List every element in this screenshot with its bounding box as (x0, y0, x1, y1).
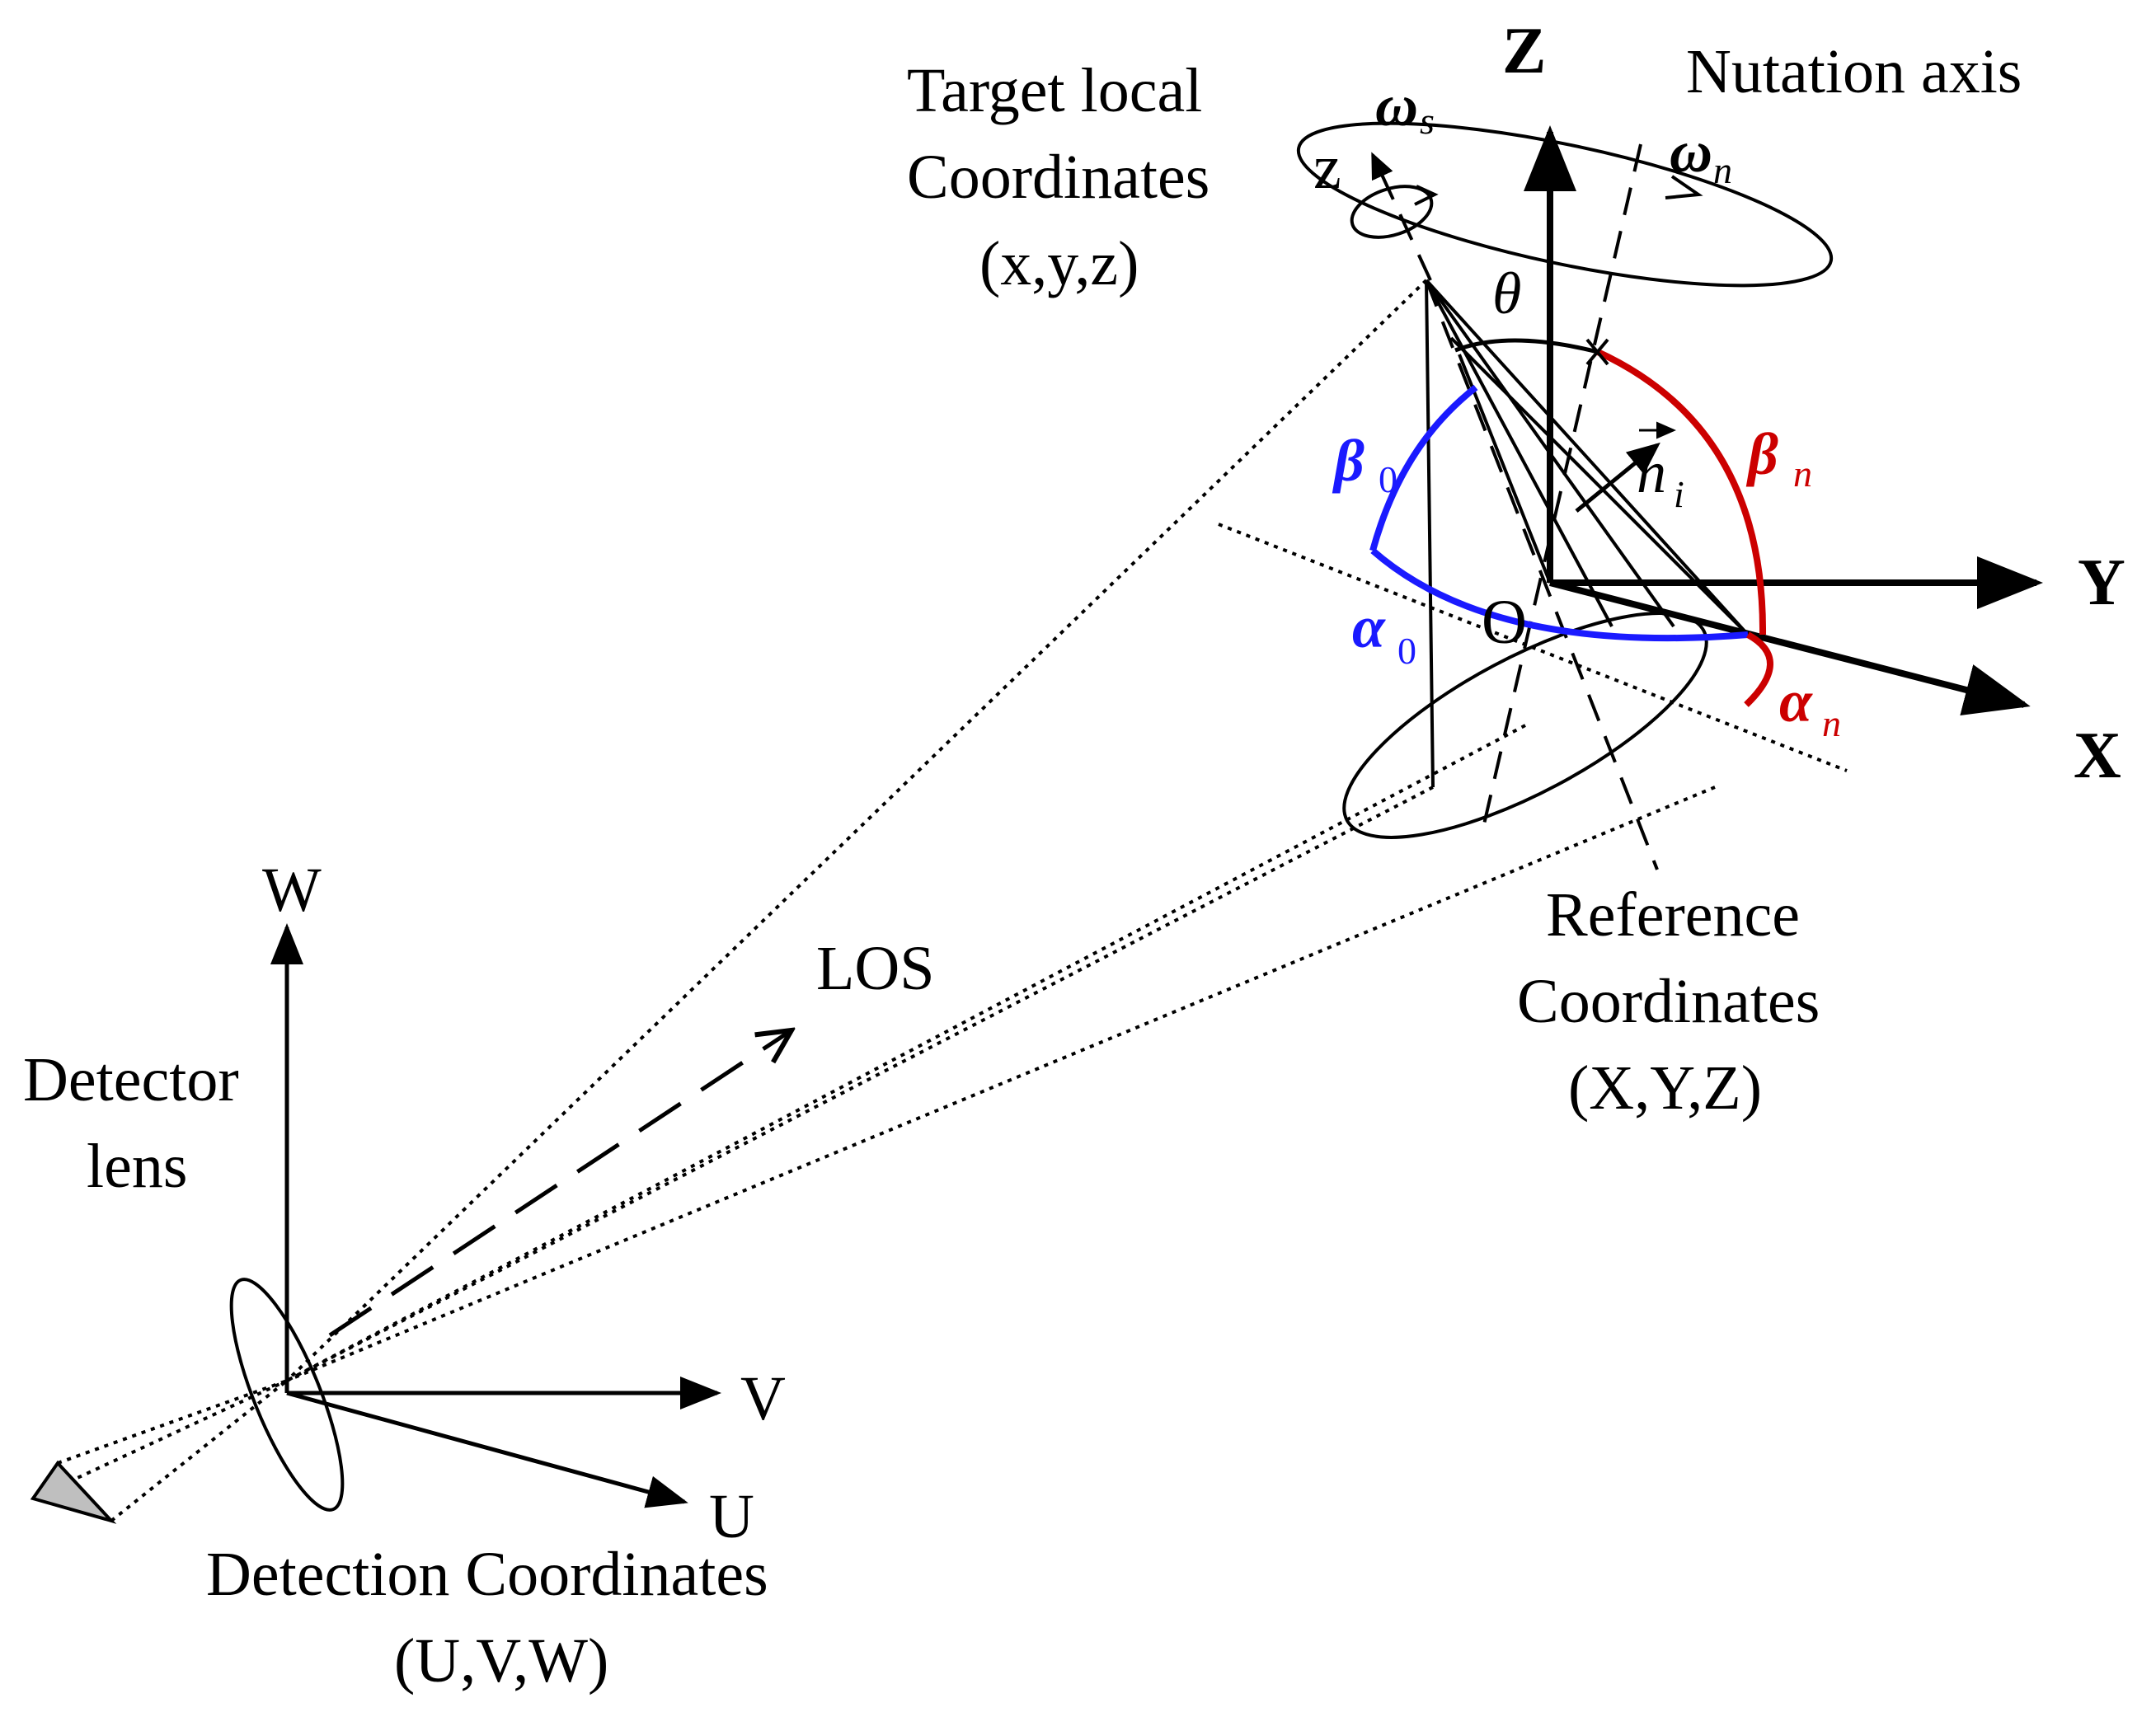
cone-edge-inner-1 (1425, 279, 1675, 628)
alpha0-subscript: 0 (1397, 630, 1416, 672)
alphan-subscript: n (1822, 702, 1841, 744)
focal-ray-3 (32, 1379, 288, 1500)
ray-upper (285, 279, 1428, 1382)
betan-arc (1596, 349, 1767, 636)
det-u-label: U (709, 1482, 754, 1551)
beta0-arc (1369, 384, 1478, 552)
nutation-ellipse (1296, 121, 1834, 288)
omega-s-arrowhead (1414, 185, 1439, 206)
normal-vector-subscript: i (1674, 473, 1684, 515)
det-v-label: V (740, 1364, 786, 1433)
nutation-axis-label: Nutation axis (1686, 37, 2022, 106)
theta-arc (1454, 338, 1599, 354)
cone-edge-inner-2 (1425, 279, 1613, 627)
body-axis-line (1425, 279, 1659, 870)
betan-subscript: n (1793, 453, 1812, 495)
beta0-symbol: β (1332, 428, 1365, 494)
normal-vector-line (1575, 442, 1660, 513)
alpha0-symbol: α (1352, 594, 1386, 660)
omega-s-symbol: ω (1375, 73, 1418, 138)
det-w-label: W (262, 856, 322, 925)
omega-n-arrowhead (1665, 175, 1703, 199)
ref-x-label: X (2074, 720, 2121, 792)
omega-n-subscript: n (1713, 149, 1732, 191)
target-local-label-1: Target local (907, 56, 1202, 125)
origin-label: O (1482, 588, 1527, 657)
reference-label-2: Coordinates (1517, 967, 1820, 1036)
target-local-label-3: (x,y,z) (979, 229, 1139, 298)
detector-element (30, 1460, 117, 1524)
ray-low2 (286, 786, 1716, 1382)
omega-n-symbol: ω (1670, 119, 1712, 185)
los-label: LOS (816, 934, 935, 1003)
local-z-label: z (1313, 133, 1341, 202)
theta-symbol: θ (1492, 260, 1521, 326)
local-z-axis (1371, 152, 1432, 281)
normal-vector-label: n (1637, 439, 1666, 505)
nutation-axis-line (1482, 143, 1642, 825)
ray-lower (286, 786, 1434, 1382)
alpha0-arc (1370, 547, 1749, 642)
detection-label-1: Detection Coordinates (206, 1540, 768, 1609)
omega-s-subscript: s (1420, 100, 1435, 142)
focal-ray-2 (110, 1379, 289, 1522)
ref-x-axis (1549, 579, 2031, 716)
det-u-axis (286, 1391, 688, 1508)
theta-tick (1585, 338, 1609, 366)
focal-ray-1 (57, 1379, 288, 1465)
alphan-arc (1744, 631, 1773, 707)
los-line (328, 1030, 791, 1338)
detector-lens-ellipse (229, 1278, 345, 1512)
beta0-subscript: 0 (1379, 458, 1397, 500)
alphan-symbol: α (1779, 668, 1813, 734)
detector-lens-label-2: lens (87, 1132, 187, 1201)
ref-y-label: Y (2078, 546, 2125, 619)
reference-label-3: (X,Y,Z) (1568, 1053, 1762, 1123)
detection-label-2: (U,V,W) (394, 1626, 608, 1696)
cone-edge-inner-3 (1449, 336, 1750, 636)
spin-ellipse (1350, 185, 1434, 239)
betan-symbol: β (1745, 421, 1778, 487)
ray-mid (286, 724, 1526, 1382)
target-local-label-2: Coordinates (907, 143, 1210, 212)
ref-z-label: Z (1502, 15, 1546, 87)
reference-label-1: Reference (1546, 880, 1800, 950)
cone-edge-right (1425, 279, 1750, 636)
detector-lens-label-1: Detector (23, 1045, 239, 1114)
cone-edge-left (1425, 279, 1435, 788)
